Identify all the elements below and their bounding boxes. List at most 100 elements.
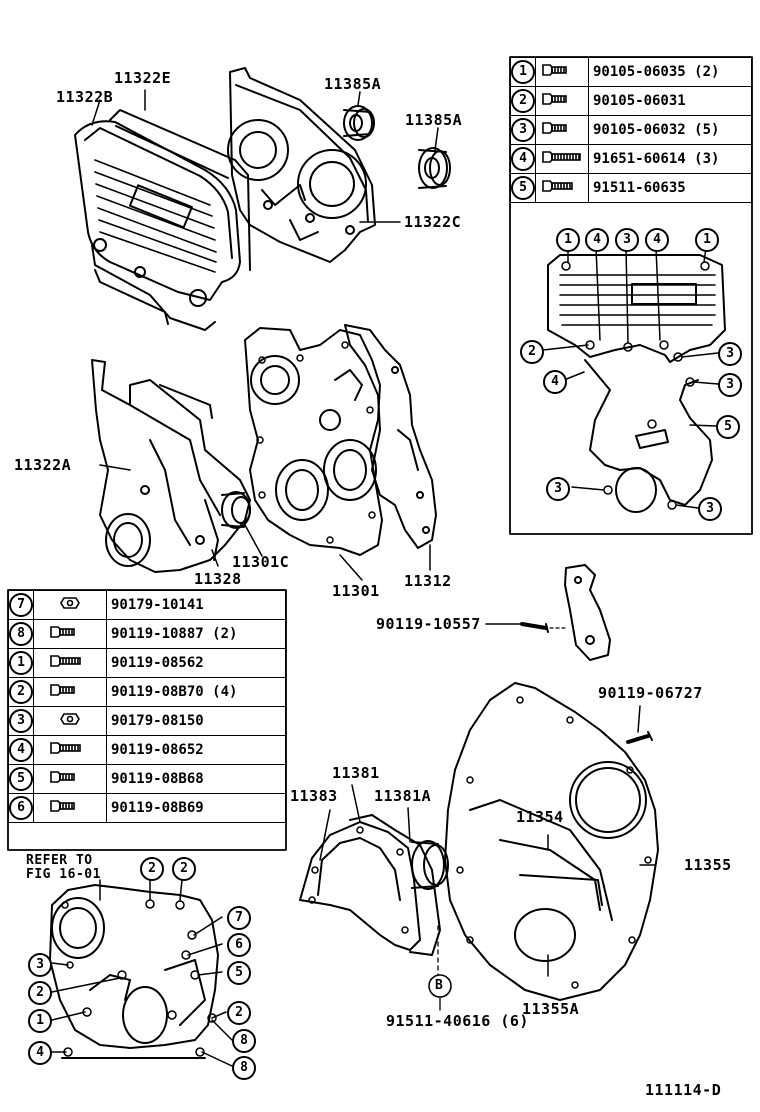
bolt-icon	[542, 122, 567, 134]
label-11322C: 11322C	[404, 213, 462, 231]
callout-number: 7	[227, 906, 251, 930]
label-11385A-lower: 11385A	[405, 111, 463, 129]
callout-number: 6	[227, 933, 251, 957]
timing-case-drawing	[244, 327, 383, 556]
label-11354: 11354	[516, 808, 564, 826]
label-90119-10557: 90119-10557	[376, 615, 481, 633]
part-number: 90119-08652	[106, 735, 286, 765]
key-cell: 3	[8, 706, 34, 736]
table-row: 7 90179-10141	[8, 590, 286, 620]
key-cell: 1	[8, 648, 34, 678]
bolt-icon	[50, 684, 75, 696]
key-cell: 4	[8, 735, 34, 765]
callout-number: 1	[695, 228, 719, 252]
part-number: 90179-10141	[106, 590, 286, 620]
callout-number: 4	[645, 228, 669, 252]
lower-case-bolt-detail-drawing	[49, 884, 219, 1059]
callout-number: 3	[615, 228, 639, 252]
part-number: 90119-10887 (2)	[106, 619, 286, 649]
bolt-icon	[50, 742, 81, 754]
oil-seal-drawing	[343, 105, 451, 189]
bolt-icon	[60, 713, 80, 725]
upper-timing-cover-drawing	[74, 109, 251, 331]
icon-cell	[33, 706, 107, 736]
part-number: 91511-60635	[588, 173, 752, 203]
icon-cell	[33, 677, 107, 707]
callout-number: 4	[9, 738, 33, 762]
bolt-icon	[50, 655, 81, 667]
label-11385A-upper: 11385A	[324, 75, 382, 93]
timing-case-gasket-drawing	[344, 324, 437, 549]
table-row: 1 90105-06035 (2)	[510, 57, 752, 87]
icon-cell	[535, 115, 589, 145]
bolt-icon	[542, 93, 567, 105]
part-number: 90105-06032 (5)	[588, 115, 752, 145]
table-row: 6 90119-08B69	[8, 793, 286, 823]
key-cell: 5	[510, 173, 536, 203]
icon-cell	[33, 619, 107, 649]
lower-timing-cover-drawing	[91, 359, 251, 573]
icon-cell	[535, 86, 589, 116]
callout-number: 5	[9, 767, 33, 791]
part-number: 90105-06031	[588, 86, 752, 116]
label-90119-06727: 90119-06727	[598, 684, 703, 702]
key-cell: 3	[510, 115, 536, 145]
part-number: 90119-08B69	[106, 793, 286, 823]
icon-cell	[33, 735, 107, 765]
callout-number: 2	[227, 1001, 251, 1025]
upper-bolt-table: 1 90105-06035 (2) 2 90105-06031 3 90105-06032…	[510, 57, 752, 203]
reference-b-circle	[428, 974, 452, 998]
key-cell: 7	[8, 590, 34, 620]
callout-number: 4	[511, 147, 535, 171]
callout-number: 3	[718, 373, 742, 397]
key-cell: 2	[510, 86, 536, 116]
key-cell: 2	[8, 677, 34, 707]
key-cell: 1	[510, 57, 536, 87]
label-11381: 11381	[332, 764, 380, 782]
key-cell: 5	[8, 764, 34, 794]
refer-to-line1: REFER TO	[26, 853, 93, 868]
table-row: 2 90119-08B70 (4)	[8, 677, 286, 707]
part-number: 90119-08B70 (4)	[106, 677, 286, 707]
key-cell: 4	[510, 144, 536, 174]
bracket-drawing	[520, 564, 611, 661]
callout-number: 8	[232, 1029, 256, 1053]
callout-number: 2	[511, 89, 535, 113]
label-11322B: 11322B	[56, 88, 114, 106]
callout-number: 3	[511, 118, 535, 142]
rear-oil-seal-retainer-drawing	[299, 814, 449, 1011]
icon-cell	[535, 57, 589, 87]
icon-cell	[33, 648, 107, 678]
icon-cell	[535, 173, 589, 203]
label-11355: 11355	[684, 856, 732, 874]
bolt-icon	[60, 597, 80, 609]
diagram-code: 111114-D	[645, 1081, 722, 1099]
label-11301C: 11301C	[232, 553, 290, 571]
rear-end-plate-drawing	[444, 682, 659, 1001]
key-cell: 6	[8, 793, 34, 823]
reference-b-label: B	[435, 978, 444, 993]
label-11328: 11328	[194, 570, 242, 588]
label-11322E: 11322E	[114, 69, 172, 87]
label-11301: 11301	[332, 582, 380, 600]
callout-number: 7	[9, 593, 33, 617]
icon-cell	[33, 590, 107, 620]
label-11312: 11312	[404, 572, 452, 590]
callout-number: 5	[227, 961, 251, 985]
callout-number: 2	[140, 857, 164, 881]
callout-number: 2	[28, 981, 52, 1005]
callout-number: 1	[9, 651, 33, 675]
icon-cell	[535, 144, 589, 174]
part-number: 90105-06035 (2)	[588, 57, 752, 87]
part-number: 90119-08562	[106, 648, 286, 678]
part-number: 90119-08B68	[106, 764, 286, 794]
callout-number: 1	[511, 60, 535, 84]
callout-number: 3	[9, 709, 33, 733]
bolt-icon	[50, 800, 75, 812]
leader-lines	[51, 89, 719, 1067]
